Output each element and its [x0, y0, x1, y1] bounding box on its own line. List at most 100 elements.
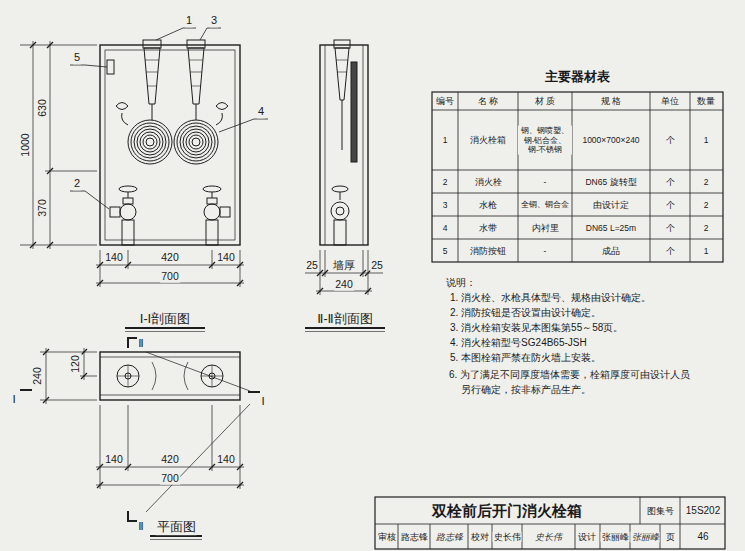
table-cell: -: [543, 176, 548, 186]
front-view: [188, 48, 204, 104]
title-block-cell: 页: [665, 532, 676, 542]
front-view: [192, 138, 200, 146]
dimension-text: 25: [305, 259, 319, 272]
table-cell: 3: [442, 199, 449, 209]
table-cell: 2: [442, 176, 449, 186]
side-view: [320, 40, 368, 245]
front-view: [204, 204, 220, 220]
callout-number: 2: [73, 177, 81, 190]
title-block-grid: [398, 524, 680, 549]
signature: 路志锋: [435, 532, 464, 543]
front-view: [187, 40, 205, 48]
front-view: [152, 104, 153, 120]
caption-underline: [125, 332, 385, 540]
table-cell: DN65 旋转型: [584, 176, 637, 186]
leader-line: [219, 119, 268, 132]
dimension-tick: [43, 349, 49, 403]
front-view: [131, 123, 169, 161]
callout-number: 4: [257, 105, 265, 118]
leader-line: [200, 28, 221, 40]
front-view: [146, 138, 154, 146]
front-view: [183, 129, 209, 155]
section-mark: Ⅱ: [137, 337, 144, 350]
title-block-cell: 设计: [577, 532, 597, 542]
table-cell: 规 格: [600, 96, 623, 107]
table-cell: 编号: [435, 96, 455, 107]
table-cell: 个: [665, 245, 676, 255]
table-cell: 单位: [660, 96, 680, 107]
front-view: [189, 135, 203, 149]
table-cell: 数量: [696, 96, 716, 107]
title-block-cell: 史长伟: [493, 532, 522, 542]
front-view: [145, 60, 159, 86]
table-cell: 名 称: [477, 96, 500, 107]
side-view: [336, 207, 344, 215]
table-cell: 1: [703, 135, 710, 145]
table-cell: 由设计定: [592, 199, 630, 209]
title-block-grid: [375, 497, 725, 549]
leader-line: [70, 191, 109, 209]
plan-view: [201, 365, 223, 387]
dimension-text: 140: [104, 453, 124, 466]
dimension-text: 240: [334, 278, 354, 291]
dimension-line: [20, 45, 97, 245]
table-title: 主要器材表: [544, 69, 611, 85]
callout-number: 1: [185, 14, 193, 27]
table-grid: [432, 92, 723, 262]
table-cell: 内衬里: [531, 222, 560, 232]
side-view: [340, 192, 341, 200]
front-view: [123, 198, 133, 204]
caption-underline: [125, 328, 385, 536]
front-view: [120, 204, 136, 220]
dimension-line: [46, 348, 84, 404]
side-view: [332, 186, 348, 192]
dimension-line: [100, 405, 240, 489]
title-block-grid: [640, 497, 680, 524]
table-cell: 4: [442, 222, 449, 232]
table-cell: 个: [665, 222, 676, 232]
dimension-line: [96, 467, 244, 485]
section-marker: [128, 511, 137, 522]
plan-view: [100, 357, 240, 395]
front-view: [206, 220, 218, 245]
front-view: [105, 50, 235, 240]
dimension-text: 120: [69, 354, 82, 374]
side-view: [334, 40, 350, 48]
leader-line: [70, 65, 107, 67]
plan-view: [146, 352, 250, 512]
note-heading: 说明：: [445, 277, 477, 289]
note: 6. 为了满足不同厚度墙体需要，栓箱厚度可由设计人员 另行确定，按非标产品生产。: [449, 367, 702, 397]
view-caption: Ⅱ-Ⅱ剖面图: [316, 312, 373, 327]
title-block-cell: 张丽峰: [601, 532, 630, 542]
front-view: [100, 45, 240, 245]
plan-view: [201, 365, 223, 387]
section-mark: Ⅰ: [260, 395, 265, 408]
dimension-line: [96, 265, 244, 283]
table-cell: 个: [665, 199, 676, 209]
dimension-text: 700: [160, 270, 180, 283]
table-cell: 钢、钢喷塑、 钢-铝合金、 钢-不锈钢: [518, 126, 572, 155]
title-block-cell: 校对: [470, 532, 490, 542]
dimension-text: 140: [216, 251, 236, 264]
front-view: [128, 120, 172, 164]
callout-number: 3: [210, 14, 218, 27]
title-block-cell: 图集号: [646, 506, 675, 517]
table-cell: 1: [442, 135, 449, 145]
table-grid: [432, 110, 723, 239]
table-cell: 2: [703, 176, 710, 186]
table-cell: 2: [703, 222, 710, 232]
title-block-cell: 审核: [377, 532, 397, 542]
table-cell: 水枪: [478, 199, 498, 209]
front-view: [128, 192, 129, 198]
front-view: [220, 207, 230, 217]
dimension-text: 1000: [19, 132, 32, 157]
front-view: [140, 132, 160, 152]
title-block-cell: 路志锋: [400, 532, 429, 542]
plan-view: [100, 352, 250, 512]
front-view: [143, 40, 161, 48]
note: 5. 本图栓箱严禁在防火墙上安装。: [449, 352, 602, 364]
dimension-text: 370: [36, 198, 49, 218]
dimension-line: [100, 250, 240, 287]
table-cell: 1000×700×240: [581, 135, 640, 145]
